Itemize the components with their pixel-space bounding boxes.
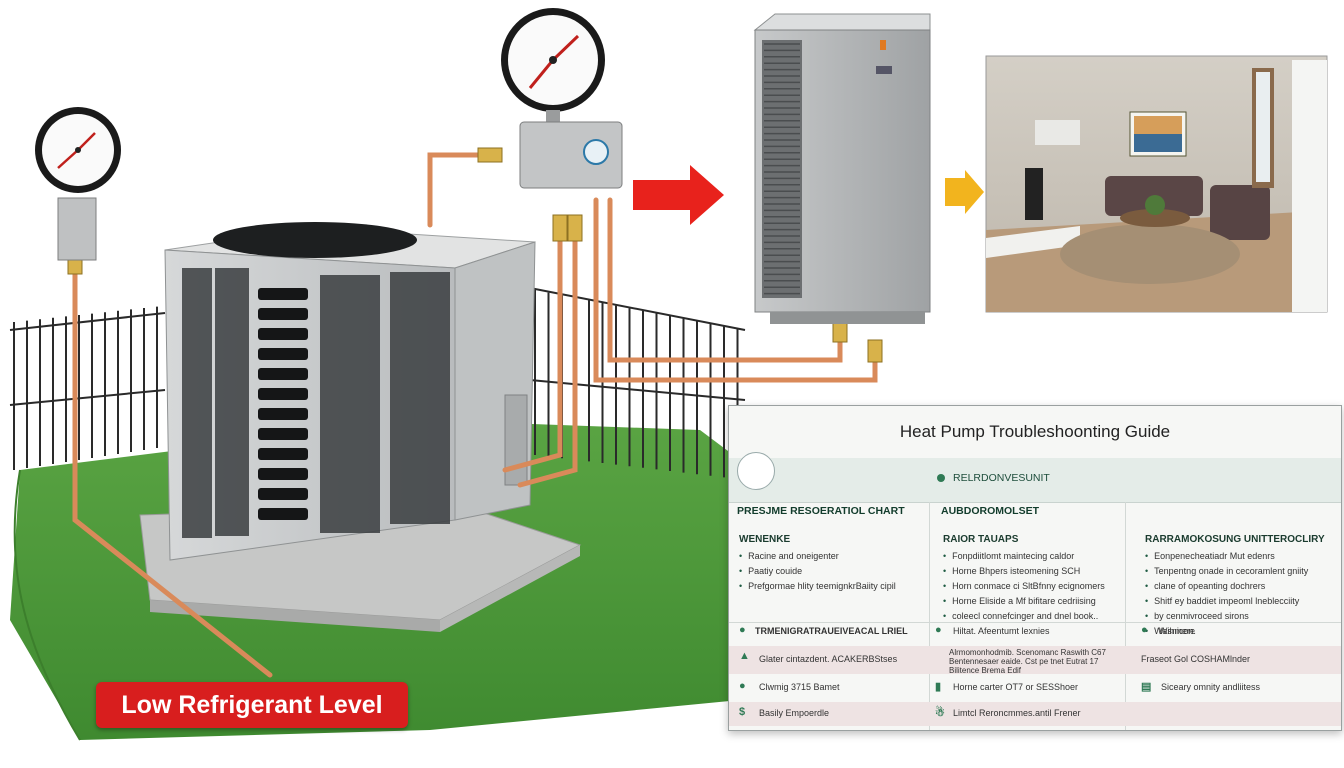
column-title-3: RARRAMOKOSUNG UNITTEROCLIRY — [1145, 534, 1325, 545]
guide-subheading-text: RELRDONVESUNIT — [953, 472, 1050, 484]
condenser-louver — [258, 368, 308, 380]
guide-header-band — [729, 458, 1341, 503]
table-cell: Clwmig 3715 Bamet — [759, 682, 840, 692]
info-circle-icon: ● — [1141, 624, 1148, 636]
left-pressure-gauge — [35, 107, 121, 261]
condenser-louver — [258, 428, 308, 440]
gauge-needle-icon — [528, 59, 555, 89]
column-title-2: RAIOR TAUAPS — [943, 534, 1019, 545]
condenser-coil — [390, 272, 450, 524]
list-item: Tenpentng onade in cecoramlent gniity — [1145, 564, 1308, 579]
condenser-coil — [182, 268, 212, 538]
indoor-air-handler — [753, 13, 931, 324]
list-item: Shitf ey baddiet impeoml lneblecciity — [1145, 594, 1308, 609]
table-row: $ Basily Empoerdle ☃ Limtcl Reroncmmes.a… — [729, 702, 1341, 726]
condenser-louver — [258, 308, 308, 320]
table-cell: Alrmomonhodmib. Scenomanc Raswith C67 Be… — [949, 648, 1106, 675]
condenser-louver — [258, 448, 308, 460]
list-item: Wasnicon. — [1145, 624, 1308, 639]
warning-triangle-icon: ▲ — [739, 650, 750, 662]
outdoor-condenser-unit — [164, 222, 536, 561]
fence — [9, 287, 746, 479]
list-item: Horne Eliside a Mf bifitare cedriising — [943, 594, 1105, 609]
table-cell: Glater cintazdent. ACAKERBStses — [759, 654, 898, 664]
list-item: Prefgormae hlity teemignkrBaiity cipil — [739, 579, 896, 594]
chart-icon: ▤ — [1141, 681, 1152, 693]
condenser-coil — [215, 268, 249, 536]
table-cell: Wihmere — [1159, 626, 1196, 636]
info-circle-icon: ● — [739, 624, 746, 636]
column-1-bullets: Racine and oneigenter Paatiy couide Pref… — [739, 549, 896, 594]
person-icon: ☃ — [935, 707, 945, 719]
table-cell: Hiltat. Afeentumt lexnies — [953, 626, 1050, 636]
condenser-coil — [320, 275, 380, 533]
flow-arrow-yellow-icon — [945, 170, 984, 214]
guide-subheading: RELRDONVESUNIT — [937, 472, 1050, 484]
living-room-photo — [985, 55, 1328, 313]
flow-arrow-red-icon — [633, 165, 724, 225]
row-divider — [729, 622, 1341, 623]
bullet-dot-icon — [937, 474, 945, 483]
condenser-louver — [258, 388, 308, 400]
gauge-needle-icon — [57, 149, 79, 169]
low-refrigerant-alert-label: Low Refrigerant Level — [96, 682, 408, 728]
list-item: Horn conmace ci SltBfnny ecignomers — [943, 579, 1105, 594]
thermometer-icon: ▮ — [935, 681, 942, 693]
table-cell: Limtcl Reroncmmes.antil Frener — [953, 708, 1081, 718]
list-item: Paatiy couide — [739, 564, 896, 579]
table-cell: Fraseot Gol COSHAMlnder — [1141, 654, 1251, 664]
dollar-icon: $ — [739, 706, 746, 718]
list-item: Horne Bhpers isteomening SCH — [943, 564, 1105, 579]
condenser-louver — [258, 408, 308, 420]
condenser-louver — [258, 488, 308, 500]
column-3-bullets: Eonpenecheatiadr Mut edenrs Tenpentng on… — [1145, 549, 1308, 639]
table-cell: Basily Empoerdle — [759, 708, 830, 718]
list-item: Racine and oneigenter — [739, 549, 896, 564]
column-header-1: PRESJME RESOERATIOL CHART — [737, 505, 905, 517]
table-row: ● TRMENIGRATRAUEIVEACAL LRIEL ● Hiltat. … — [729, 620, 1341, 644]
table-cell: Horne carter OT7 or SESShoer — [953, 682, 1079, 692]
manifold-gauge-set — [501, 8, 623, 189]
info-circle-icon: ● — [935, 624, 942, 636]
condenser-fan-icon — [213, 222, 417, 258]
condenser-louver — [258, 328, 308, 340]
table-row: ▲ Glater cintazdent. ACAKERBStses Alrmom… — [729, 646, 1341, 675]
guide-logo-icon — [737, 452, 775, 490]
table-cell: Siceary omnity andliitess — [1161, 682, 1261, 692]
table-cell: TRMENIGRATRAUEIVEACAL LRIEL — [755, 626, 908, 636]
list-item: Fonpdiitlomt maintecing caldor — [943, 549, 1105, 564]
condenser-louver — [258, 508, 308, 520]
list-item: clane of opeanting dochrers — [1145, 579, 1308, 594]
condenser-louver — [258, 468, 308, 480]
condenser-louver — [258, 348, 308, 360]
column-divider — [1125, 502, 1126, 730]
info-circle-icon: ● — [739, 680, 746, 692]
troubleshooting-guide-panel: Heat Pump Troubleshoonting Guide RELRDON… — [728, 405, 1342, 731]
list-item: coleecl connefcinger and dnel book.. — [943, 609, 1105, 624]
table-row: ● Clwmig 3715 Bamet ▮ Horne carter OT7 o… — [729, 676, 1341, 700]
column-divider — [929, 502, 930, 730]
column-2-bullets: Fonpdiitlomt maintecing caldor Horne Bhp… — [943, 549, 1105, 624]
column-header-2: AUBDOROMOLSET — [941, 505, 1039, 517]
list-item: Eonpenecheatiadr Mut edenrs — [1145, 549, 1308, 564]
guide-title: Heat Pump Troubleshoonting Guide — [899, 422, 1171, 441]
refrigerant-lines — [67, 147, 883, 678]
list-item: by cenmivroceed sirons — [1145, 609, 1308, 624]
column-title-1: WENENKE — [739, 534, 791, 545]
condenser-louver — [258, 288, 308, 300]
